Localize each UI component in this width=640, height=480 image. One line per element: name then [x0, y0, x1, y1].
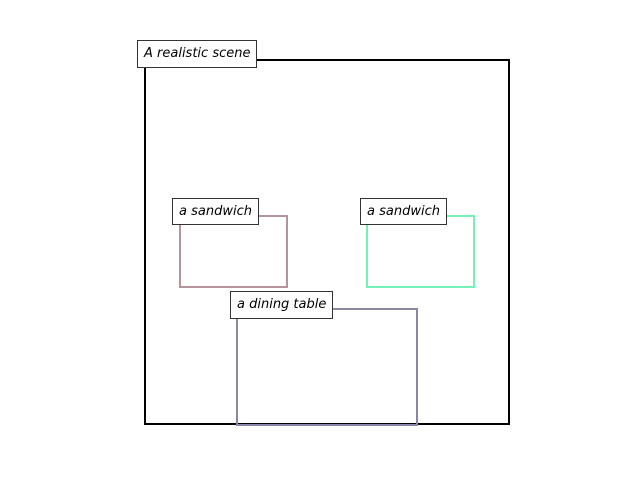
dining-table-bounding-box [236, 308, 418, 426]
scene-title-label: A realistic scene [137, 40, 258, 68]
sandwich-label: a sandwich [360, 198, 447, 225]
dining-table-label: a dining table [230, 291, 334, 319]
sandwich-bounding-box [179, 215, 288, 288]
sandwich-bounding-box [366, 215, 475, 288]
sandwich-label: a sandwich [172, 198, 259, 225]
